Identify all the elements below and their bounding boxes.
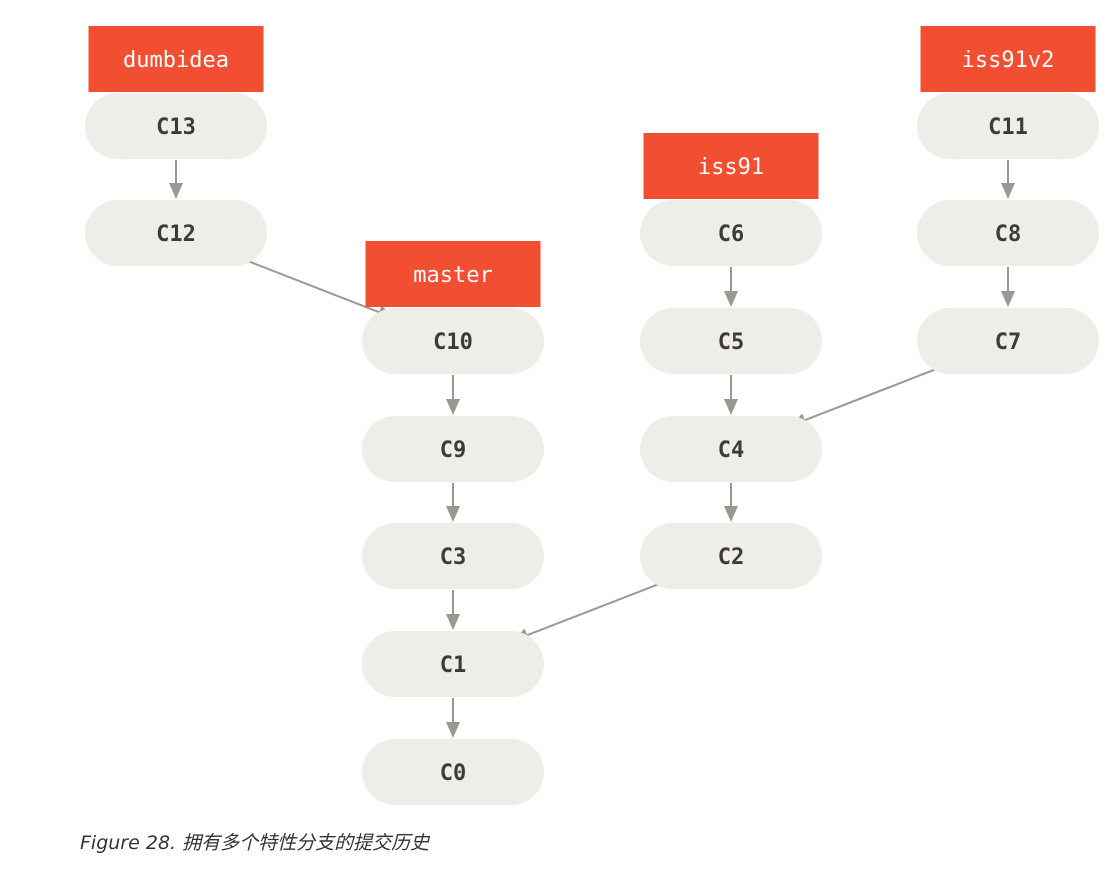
commit-pill — [362, 523, 544, 589]
arrow-head-icon — [446, 506, 460, 522]
commit-pill — [362, 739, 544, 805]
caption-prefix: Figure 28. — [80, 832, 177, 854]
commit-c10: C10 — [362, 308, 544, 374]
edge-c4-to-c2 — [724, 483, 738, 522]
edge-c9-to-c3 — [446, 483, 460, 522]
commit-label: C9 — [440, 438, 467, 463]
commit-label: C1 — [440, 653, 467, 678]
commit-pill — [362, 416, 544, 482]
branch-box — [920, 26, 1096, 92]
commit-c5: C5 — [640, 308, 822, 374]
commit-pill — [640, 308, 822, 374]
commit-pill — [917, 308, 1099, 374]
edge-c5-to-c4 — [724, 375, 738, 415]
commit-pill — [85, 200, 267, 266]
commit-label: C10 — [433, 330, 473, 355]
commit-pill — [917, 93, 1099, 159]
branch-box — [365, 241, 541, 307]
commit-c4: C4 — [640, 416, 822, 482]
edge-c10-to-c9 — [446, 375, 460, 415]
edge-c11-to-c8 — [1001, 160, 1015, 199]
edge-line — [526, 578, 671, 637]
arrow-head-icon — [446, 722, 460, 738]
caption-text: 拥有多个特性分支的提交历史 — [182, 832, 430, 854]
commit-label: C13 — [156, 115, 196, 140]
commit-c7: C7 — [917, 308, 1099, 374]
commit-c9: C9 — [362, 416, 544, 482]
figure-caption: Figure 28. 拥有多个特性分支的提交历史 — [80, 828, 429, 855]
commit-label: C6 — [718, 222, 745, 247]
commit-c1: C1 — [362, 631, 544, 697]
commit-c12: C12 — [85, 200, 267, 266]
arrow-head-icon — [446, 399, 460, 415]
commit-label: C0 — [440, 761, 467, 786]
branch-box — [88, 26, 264, 92]
arrow-head-icon — [1001, 291, 1015, 307]
commit-c6: C6 — [640, 200, 822, 266]
commit-label: C7 — [995, 330, 1022, 355]
commit-label: C5 — [718, 330, 745, 355]
commit-c13: C13 — [85, 93, 267, 159]
edge-line — [804, 363, 948, 422]
edge-c6-to-c5 — [724, 267, 738, 307]
branch-label: dumbidea — [123, 48, 229, 73]
commit-c0: C0 — [362, 739, 544, 805]
edge-c8-to-c7 — [1001, 267, 1015, 307]
branch-label: iss91 — [698, 155, 764, 180]
arrow-head-icon — [446, 614, 460, 630]
commit-c11: C11 — [917, 93, 1099, 159]
edges-layer — [169, 160, 1015, 738]
arrow-head-icon — [1001, 183, 1015, 199]
commit-label: C2 — [718, 545, 745, 570]
edge-c3-to-c1 — [446, 590, 460, 630]
arrow-head-icon — [169, 183, 183, 199]
branch-master: master — [365, 241, 541, 307]
commit-pill — [640, 416, 822, 482]
commit-pill — [362, 308, 544, 374]
arrow-head-icon — [724, 399, 738, 415]
edge-c13-to-c12 — [169, 160, 183, 199]
branches-layer: dumbidea master iss91 iss91v2 — [88, 26, 1096, 307]
commit-c8: C8 — [917, 200, 1099, 266]
edge-c1-to-c0 — [446, 698, 460, 738]
edge-line — [236, 255, 380, 314]
commit-pill — [917, 200, 1099, 266]
commit-pill — [362, 631, 544, 697]
commit-label: C3 — [440, 545, 467, 570]
branch-dumbidea: dumbidea — [88, 26, 264, 92]
edge-c7-to-c4 — [789, 363, 948, 427]
commit-label: C11 — [988, 115, 1028, 140]
branch-label: iss91v2 — [962, 48, 1055, 73]
commit-pill — [640, 523, 822, 589]
branch-box — [643, 133, 819, 199]
commit-c2: C2 — [640, 523, 822, 589]
commit-label: C12 — [156, 222, 196, 247]
arrow-head-icon — [724, 506, 738, 522]
edge-c2-to-c1 — [512, 578, 671, 642]
commit-label: C4 — [718, 438, 745, 463]
commit-pill — [640, 200, 822, 266]
arrow-head-icon — [724, 291, 738, 307]
commit-pill — [85, 93, 267, 159]
commit-label: C8 — [995, 222, 1022, 247]
branch-iss91v2: iss91v2 — [920, 26, 1096, 92]
branch-label: master — [413, 263, 492, 288]
commit-c3: C3 — [362, 523, 544, 589]
branch-iss91: iss91 — [643, 133, 819, 199]
